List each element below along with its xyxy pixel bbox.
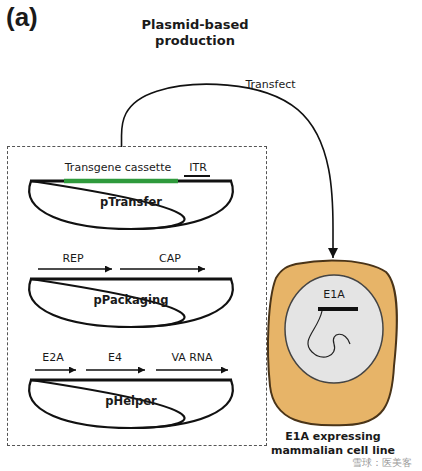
node-label: REP <box>48 252 98 265</box>
node-label: pTransfer <box>28 196 234 209</box>
node-label: E1A <box>284 288 384 301</box>
node-label: Transgene cassette <box>48 161 188 174</box>
node-label: E4 <box>95 351 135 364</box>
cell: E1A expressing mammalian cell lineE1A <box>266 258 400 428</box>
gene-arrow <box>156 369 228 371</box>
node-label: E1A expressing mammalian cell line <box>266 430 400 458</box>
node-label: pHelper <box>28 395 234 408</box>
itr-bar <box>184 175 210 177</box>
reagent-group: Transgene cassetteITRpTransferREPCAPpPac… <box>8 147 266 445</box>
gene-arrow <box>120 268 205 270</box>
node-label: CAP <box>145 252 195 265</box>
gene-arrow <box>86 369 145 371</box>
node-label: ITR <box>178 161 218 174</box>
gene-arrow <box>38 268 112 270</box>
node-label: E2A <box>33 351 73 364</box>
plasmid: REPCAPpPackaging <box>28 259 234 331</box>
plasmid: Transgene cassetteITR pTransfer <box>28 161 234 233</box>
node-label: VA RNA <box>152 351 232 364</box>
title: Plasmid-based production <box>100 17 290 49</box>
plasmid: E2AE4VA RNApHelper <box>28 360 234 432</box>
nucleus: E1A <box>284 274 384 384</box>
panel-letter: (a) <box>6 2 66 32</box>
watermark: 雪球：医美客 <box>352 457 422 469</box>
edge-label: Transfect <box>231 78 311 91</box>
transfect-arrow <box>122 84 333 258</box>
gene-arrow <box>35 369 76 371</box>
node-label: pPackaging <box>28 294 234 307</box>
